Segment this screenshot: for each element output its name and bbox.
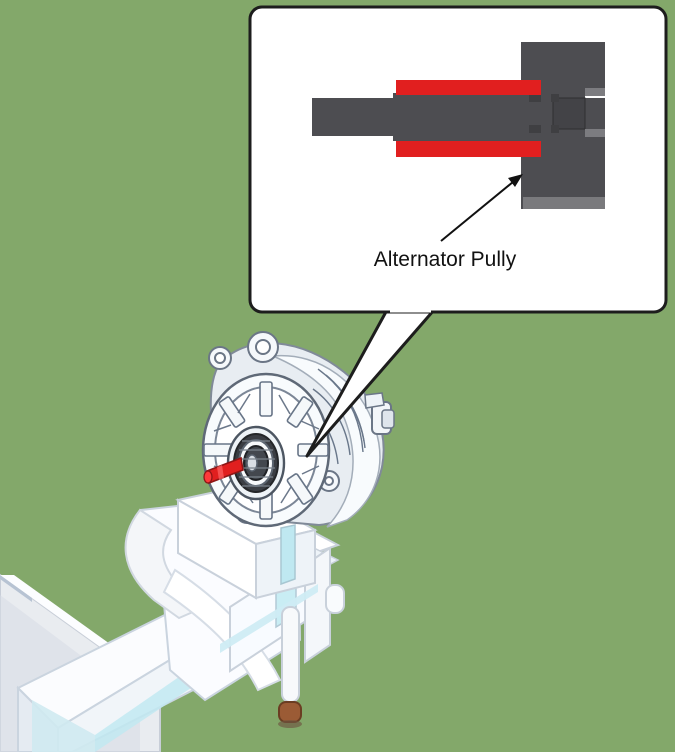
callout-arrow xyxy=(440,174,523,242)
bench-vise xyxy=(16,485,345,752)
pulley-cross-section xyxy=(312,42,605,209)
shaft-highlight xyxy=(203,456,244,485)
alternator xyxy=(201,331,395,528)
alternator-pulley-label: Alternator Pully xyxy=(356,243,534,277)
